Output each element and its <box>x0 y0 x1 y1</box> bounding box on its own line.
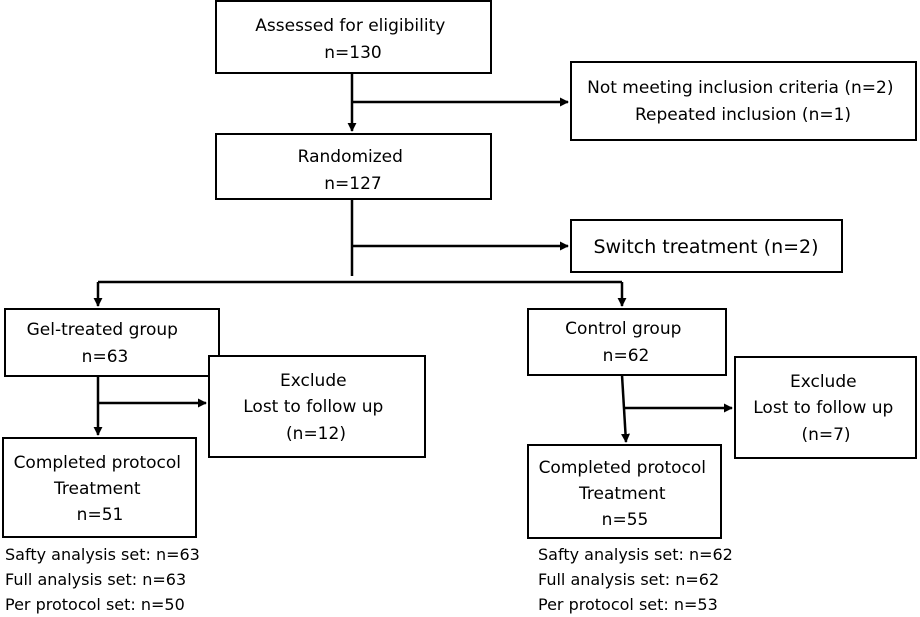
box-not-meeting <box>570 61 917 141</box>
gel-safety-set: Safty analysis set: n=63 <box>5 545 200 564</box>
control-analysis-sets: Safty analysis set: n=62 Full analysis s… <box>538 545 738 614</box>
boxes <box>2 0 917 539</box>
box-assessed <box>215 0 492 74</box>
gel-completed-label: Completed protocol Treatment n=51 <box>14 453 187 525</box>
box-gel-completed <box>2 437 197 538</box>
control-completed-label: Completed protocol Treatment n=55 <box>539 458 712 530</box>
switch-label: Switch treatment (n=2) <box>593 236 818 258</box>
box-switch <box>570 219 843 273</box>
gel-full-set: Full analysis set: n=63 <box>5 570 186 589</box>
gel-analysis-sets: Safty analysis set: n=63 Full analysis s… <box>5 545 205 614</box>
randomized-label: Randomized n=127 <box>298 147 409 194</box>
connectors <box>93 73 733 443</box>
box-gel-group <box>4 308 220 377</box>
control-exclude-label: Exclude Lost to follow up (n=7) <box>753 372 898 445</box>
gel-exclude-label: Exclude Lost to follow up (n=12) <box>243 371 388 444</box>
box-control-completed <box>527 444 722 539</box>
box-gel-exclude <box>208 355 426 458</box>
control-full-set: Full analysis set: n=62 <box>538 570 719 589</box>
assessed-label: Assessed for eligibility n=130 <box>255 16 450 63</box>
gel-group-label: Gel-treated group n=63 <box>27 320 184 367</box>
box-control-exclude <box>734 356 917 459</box>
control-per-protocol-set: Per protocol set: n=53 <box>538 595 718 614</box>
not-meeting-label: Not meeting inclusion criteria (n=2) Rep… <box>587 78 899 125</box>
control-group-label: Control group n=62 <box>565 319 687 366</box>
box-control-group <box>527 308 727 376</box>
box-randomized <box>215 133 492 200</box>
gel-per-protocol-set: Per protocol set: n=50 <box>5 595 185 614</box>
control-safety-set: Safty analysis set: n=62 <box>538 545 733 564</box>
